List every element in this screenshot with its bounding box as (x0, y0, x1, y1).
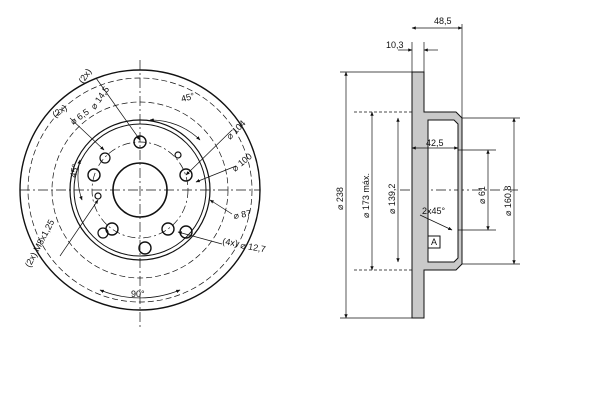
leader-chamfer (419, 214, 453, 231)
label-10-3: 10,3 (386, 40, 404, 50)
label-dia-87: ⌀ 87 (233, 208, 252, 221)
marker-label: A (431, 237, 437, 247)
label-dia-139-2: ⌀ 139,2 (387, 184, 397, 214)
bolt-hole (99, 152, 111, 164)
disc-outer-edge (19, 69, 261, 311)
thread-hole (94, 192, 102, 200)
friction-ring-outer (27, 77, 253, 303)
hat-inner (73, 123, 207, 257)
label-angle-45-top: 45° (180, 91, 196, 104)
leader-thread (59, 199, 99, 257)
label-42-5: 42,5 (426, 138, 444, 148)
leader-dia-12-7 (177, 231, 223, 245)
label-bolt-hole-count: (2x) (76, 67, 93, 85)
hat-outer (69, 119, 211, 261)
bolt-hole (97, 227, 109, 239)
angle-arc-90 (99, 289, 181, 299)
label-dia-238: ⌀ 238 (335, 187, 345, 210)
label-pin-hole-count: (2x) (50, 103, 68, 120)
angle-arc-45-left (77, 159, 83, 201)
label-chamfer: 2x45° (422, 206, 446, 216)
bolt-pitch-circle (91, 141, 189, 239)
friction-ring-inner (51, 101, 229, 279)
label-pin-hole-dia: ⌀ 6,5 (68, 107, 90, 127)
label-dia-100: ⌀ 100 (230, 151, 254, 173)
bolt-hole (161, 222, 175, 236)
bolt-hole (179, 225, 193, 239)
disc-section (411, 71, 463, 319)
bolt-hole (87, 168, 101, 182)
label-angle-90: 90° (131, 289, 145, 299)
side-section-view: A 48,5 10,3 42,5 2x45° ⌀ 238 ⌀ 173 máx. … (335, 16, 520, 319)
bolt-hole (138, 241, 152, 255)
marker-box (427, 235, 441, 249)
label-dia-160-8: ⌀ 160,8 (503, 186, 513, 216)
thread-hole (174, 151, 182, 159)
bolt-hole (179, 168, 193, 182)
label-dia-173: ⌀ 173 máx. (361, 173, 371, 218)
leader-pin-hole (69, 117, 105, 151)
label-angle-45-left: 45° (68, 163, 80, 179)
center-bore (112, 162, 168, 218)
leader-bolt-hole (95, 77, 141, 141)
leader-dia-104 (185, 129, 233, 176)
thread-holes (94, 151, 182, 200)
label-48-5: 48,5 (434, 16, 452, 26)
label-thread-count: (4x) (222, 236, 239, 249)
leader-dia-100 (195, 165, 237, 183)
label-dia-61: ⌀ 61 (477, 186, 487, 204)
label-dia-12-7: ⌀ 12,7 (240, 240, 267, 254)
angle-arc-45-top (149, 118, 201, 141)
leader-dia-87 (209, 199, 233, 215)
label-thread-spec: (2x) M8x1,25 (23, 218, 56, 269)
front-view: (2x) ⌀ 14,5 (2x) ⌀ 6,5 45° 45° 90° ⌀ 104… (19, 60, 267, 330)
